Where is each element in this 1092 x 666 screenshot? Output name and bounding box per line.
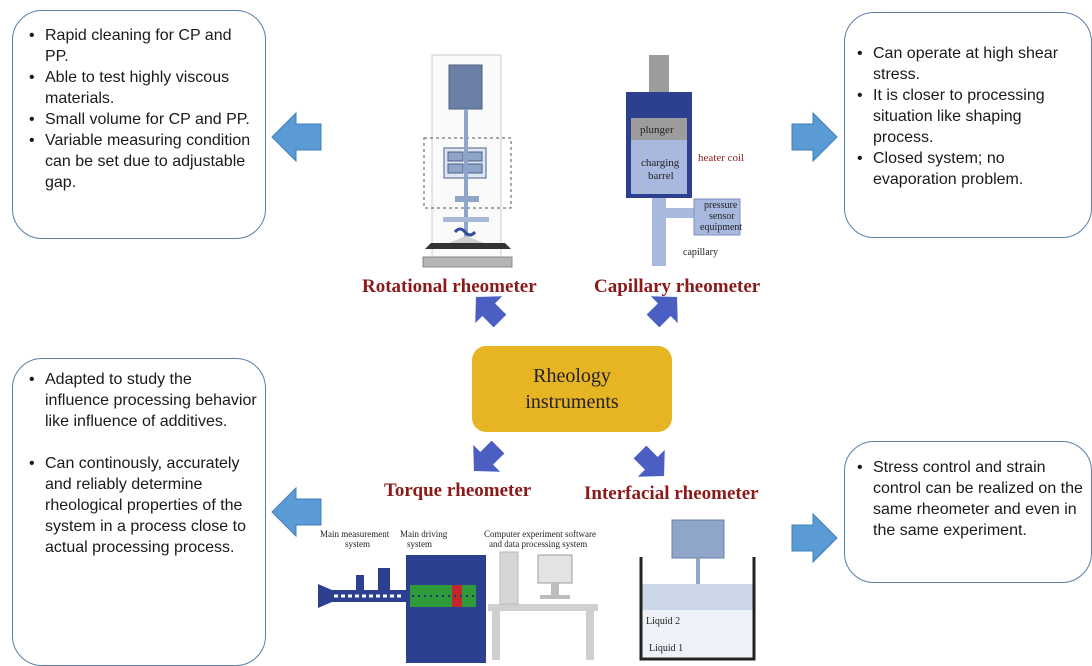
capillary-rheometer-illustration: plunger heater coil charging barrel pres…: [626, 55, 744, 266]
arrow-down-right-icon: [633, 445, 665, 477]
rotational-rheometer-illustration: [422, 54, 513, 268]
arrow-left-icon-bottom: [271, 486, 322, 538]
barrel-label: barrel: [648, 170, 674, 182]
list-item: Can operate at high shear stress.: [851, 43, 1085, 85]
liquid-1-label: Liquid 1: [649, 643, 683, 654]
main-measurement-system-label: system: [345, 539, 370, 549]
main-driving-system-label: system: [407, 539, 432, 549]
arrow-up-left-icon: [475, 296, 507, 328]
list-item: Small volume for CP and PP.: [23, 109, 253, 130]
rheology-instruments-node: Rheology instruments: [472, 346, 672, 432]
list-item: Closed system; no evaporation problem.: [851, 148, 1085, 190]
plunger-label: plunger: [640, 124, 674, 136]
arrow-right-icon-bottom: [791, 512, 838, 564]
torque-rheometer-title: Torque rheometer: [384, 480, 532, 501]
torque-rheometer-illustration: Main measurement system Main driving sys…: [318, 529, 598, 663]
capillary-rheometer-title: Capillary rheometer: [594, 276, 761, 297]
list-item: It is closer to processing situation lik…: [851, 85, 1085, 148]
arrow-down-left-icon: [473, 440, 505, 472]
liquid-2-label: Liquid 2: [646, 616, 680, 627]
arrow-left-icon-top: [271, 111, 322, 163]
list-item: Rapid cleaning for CP and PP.: [23, 25, 253, 67]
list-item: Can continously, accurately and reliably…: [23, 453, 259, 558]
list-item: Variable measuring condition can be set …: [23, 130, 253, 193]
data-processing-label: and data processing system: [489, 539, 587, 549]
arrow-up-right-icon: [646, 296, 678, 328]
center-label-line1: Rheology: [533, 365, 611, 387]
center-label-line2: instruments: [525, 391, 619, 413]
sensor-label: sensor: [709, 211, 735, 222]
rotational-advantages-box: Rapid cleaning for CP and PP. Able to te…: [12, 10, 266, 239]
list-item: Adapted to study the influence processin…: [23, 369, 259, 432]
equipment-label: equipment: [700, 222, 742, 233]
torque-advantages-box: Adapted to study the influence processin…: [12, 358, 266, 666]
capillary-advantages-box: Can operate at high shear stress. It is …: [844, 12, 1092, 238]
pressure-label: pressure: [704, 200, 738, 211]
arrow-right-icon-top: [791, 111, 838, 163]
interfacial-rheometer-title: Interfacial rheometer: [584, 483, 759, 504]
list-item: Stress control and strain control can be…: [851, 457, 1087, 541]
interfacial-rheometer-illustration: Liquid 2 Liquid 1: [639, 519, 756, 661]
main-measurement-label: Main measurement: [320, 529, 390, 539]
capillary-label: capillary: [683, 247, 718, 258]
list-item: Able to test highly viscous materials.: [23, 67, 253, 109]
interfacial-advantages-box: Stress control and strain control can be…: [844, 441, 1092, 583]
main-driving-label: Main driving: [400, 529, 448, 539]
heater-coil-label: heater coil: [698, 152, 744, 164]
charging-label: charging: [641, 157, 680, 169]
computer-label: Computer experiment software: [484, 529, 596, 539]
rotational-rheometer-title: Rotational rheometer: [362, 276, 537, 297]
